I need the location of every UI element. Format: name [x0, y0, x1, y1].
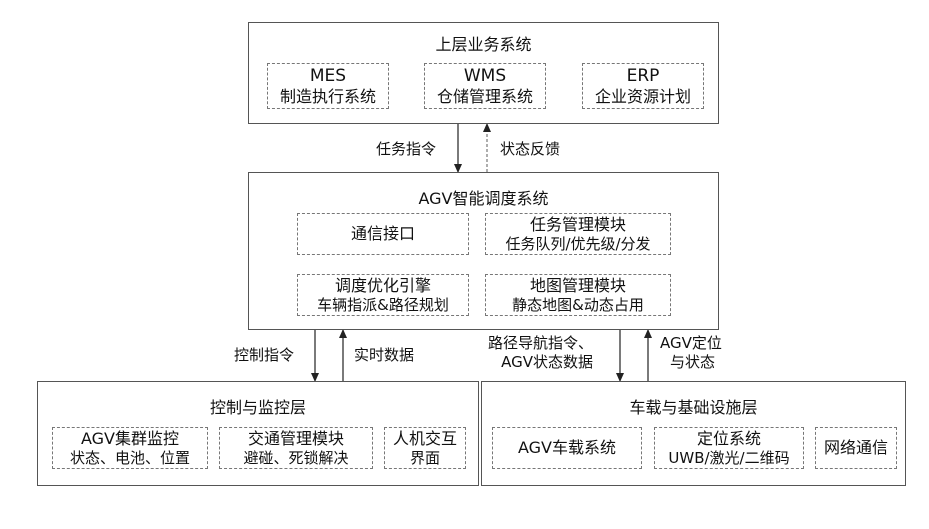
- network-communication-module: 网络通信: [815, 427, 897, 469]
- navigation-command-label: 路径导航指令、 AGV状态数据: [488, 334, 593, 372]
- upper-business-system-layer: 上层业务系统 MES 制造执行系统 WMS 仓储管理系统 ERP 企业资源计划: [248, 22, 719, 124]
- traffic-management-module: 交通管理模块 避碰、死锁解决: [219, 427, 373, 469]
- positioning-system-module: 定位系统 UWB/激光/二维码: [654, 427, 804, 469]
- navigation-command-label-line1: 路径导航指令、: [488, 334, 593, 353]
- module-desc: 仓储管理系统: [437, 87, 533, 106]
- agv-scheduling-system-layer: AGV智能调度系统 通信接口 任务管理模块 任务队列/优先级/分发 调度优化引擎…: [248, 172, 719, 330]
- agv-position-label: AGV定位 与状态: [660, 334, 722, 372]
- module-desc: 任务队列/优先级/分发: [505, 235, 650, 253]
- module-desc: 界面: [410, 449, 440, 467]
- agv-onboard-system-module: AGV车载系统: [492, 427, 642, 469]
- agv-cluster-monitor-module: AGV集群监控 状态、电池、位置: [52, 427, 208, 469]
- map-management-module: 地图管理模块 静态地图&动态占用: [485, 274, 671, 316]
- task-management-module: 任务管理模块 任务队列/优先级/分发: [485, 213, 671, 255]
- layer-title: 控制与监控层: [38, 394, 478, 418]
- module-name: WMS: [464, 66, 506, 86]
- realtime-data-label: 实时数据: [354, 346, 414, 365]
- control-monitoring-layer: 控制与监控层 AGV集群监控 状态、电池、位置 交通管理模块 避碰、死锁解决 人…: [37, 381, 479, 486]
- module-name: MES: [310, 66, 346, 86]
- module-desc: 车辆指派&路径规划: [317, 296, 449, 314]
- control-command-label: 控制指令: [234, 346, 294, 365]
- module-name: 通信接口: [351, 224, 415, 243]
- module-desc: 企业资源计划: [595, 87, 691, 106]
- communication-interface-module: 通信接口: [297, 213, 469, 255]
- erp-module: ERP 企业资源计划: [582, 63, 704, 109]
- wms-module: WMS 仓储管理系统: [424, 63, 546, 109]
- module-desc: UWB/激光/二维码: [668, 449, 789, 467]
- module-name: 人机交互: [393, 429, 457, 448]
- onboard-infrastructure-layer: 车载与基础设施层 AGV车载系统 定位系统 UWB/激光/二维码 网络通信: [481, 381, 906, 486]
- module-name: AGV集群监控: [81, 429, 179, 448]
- module-name: ERP: [627, 66, 660, 86]
- layer-title: 车载与基础设施层: [482, 394, 905, 418]
- module-name: 调度优化引擎: [335, 276, 431, 295]
- layer-title: 上层业务系统: [249, 31, 718, 55]
- module-name: 定位系统: [697, 429, 761, 448]
- module-desc: 静态地图&动态占用: [512, 296, 644, 314]
- mes-module: MES 制造执行系统: [267, 63, 389, 109]
- scheduling-optimization-engine: 调度优化引擎 车辆指派&路径规划: [297, 274, 469, 316]
- module-name: 交通管理模块: [248, 429, 344, 448]
- module-name: 任务管理模块: [530, 215, 626, 234]
- hmi-module: 人机交互 界面: [384, 427, 466, 469]
- navigation-command-label-line2: AGV状态数据: [488, 353, 593, 372]
- status-feedback-label: 状态反馈: [500, 140, 560, 159]
- layer-title: AGV智能调度系统: [249, 185, 718, 209]
- agv-position-label-line2: 与状态: [660, 353, 722, 372]
- module-name: AGV车载系统: [518, 438, 616, 457]
- agv-position-label-line1: AGV定位: [660, 334, 722, 353]
- module-name: 网络通信: [824, 438, 888, 457]
- task-command-label: 任务指令: [376, 140, 436, 159]
- module-desc: 制造执行系统: [280, 87, 376, 106]
- module-name: 地图管理模块: [530, 276, 626, 295]
- module-desc: 避碰、死锁解决: [243, 449, 348, 467]
- module-desc: 状态、电池、位置: [70, 449, 190, 467]
